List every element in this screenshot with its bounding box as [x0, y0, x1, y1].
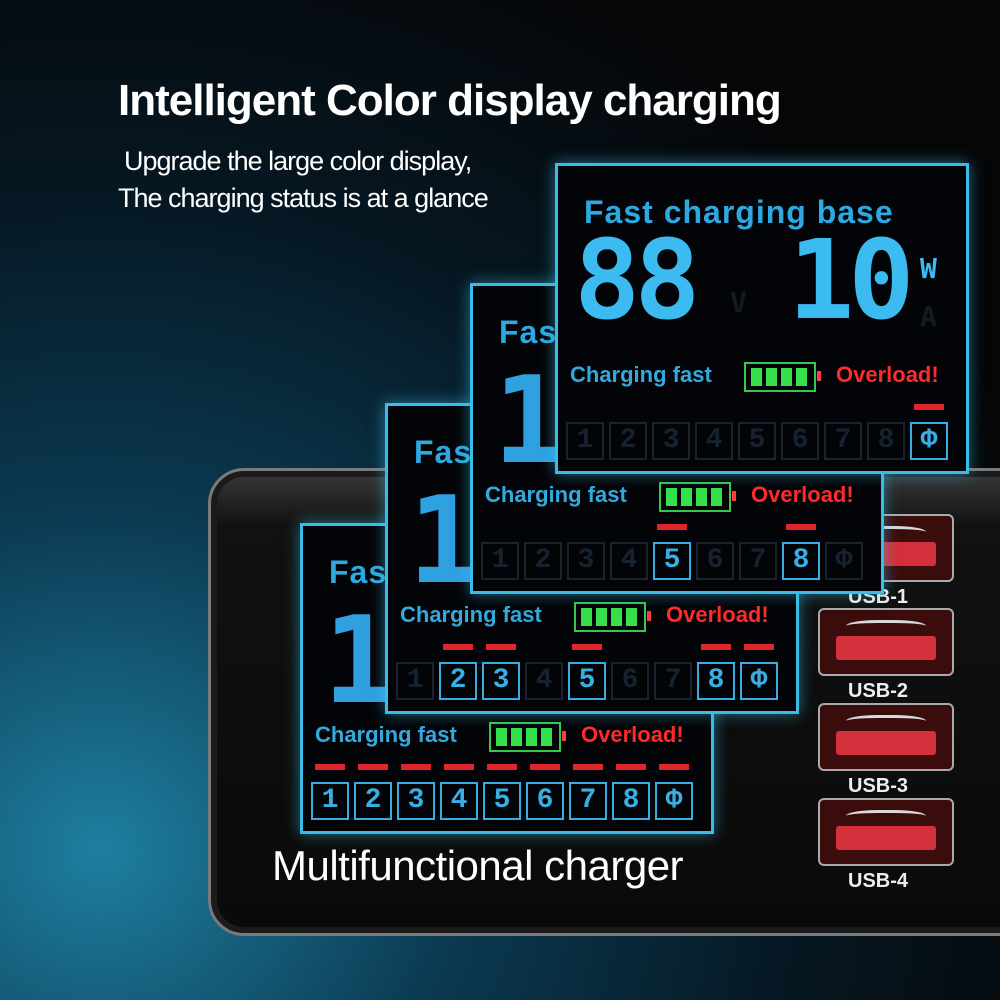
charging-slot-7: 7 — [739, 542, 777, 580]
power-value: 10 — [788, 216, 914, 344]
subtitle-line-1: Upgrade the large color display, — [124, 146, 472, 176]
subtitle-line-2: The charging status is at a glance — [118, 183, 489, 213]
charging-slot-6: 6 — [526, 764, 564, 820]
charging-slot-8: 8 — [782, 524, 820, 580]
big-digit: 1 — [493, 352, 566, 491]
charging-slot-3: 3 — [652, 422, 690, 460]
charging-slot-7: 7 — [569, 764, 607, 820]
volt-unit: V — [730, 286, 747, 319]
usb-port-label: USB-2 — [848, 680, 909, 702]
charging-slot-3: 3 — [397, 764, 435, 820]
charging-slot-9: Φ — [910, 404, 948, 460]
usb-socket-icon — [818, 798, 954, 866]
brand-label: Multifunctional charger — [272, 842, 684, 889]
voltage-digits: 88 — [574, 216, 700, 344]
charging-slot-2: 2 — [439, 644, 477, 700]
status-text: Charging fast — [485, 482, 627, 507]
usb-port-label: USB-4 — [848, 870, 909, 892]
charging-slot-8: 8 — [612, 764, 650, 820]
charging-slot-9: Φ — [825, 542, 863, 580]
charging-slot-4: 4 — [525, 662, 563, 700]
usb-socket-icon — [818, 703, 954, 771]
charging-slot-6: 6 — [611, 662, 649, 700]
charging-slot-1: 1 — [481, 542, 519, 580]
panel-title: Fas — [414, 434, 473, 470]
lcd-panel-4: Fast charging base 88 V 10 W A Charging … — [555, 163, 969, 474]
charging-slot-4: 4 — [695, 422, 733, 460]
charging-slot-3: 3 — [567, 542, 605, 580]
panel-title: Fas — [329, 554, 388, 590]
watt-unit: W — [920, 252, 937, 285]
status-text: Charging fast — [570, 362, 712, 387]
charging-slot-1: 1 — [311, 764, 349, 820]
status-text: Charging fast — [315, 722, 457, 747]
usb-port-label: USB-3 — [848, 775, 909, 797]
charging-slot-4: 4 — [440, 764, 478, 820]
charging-slot-9: Φ — [740, 644, 778, 700]
overload-text: Overload! — [666, 602, 769, 627]
status-text: Charging fast — [400, 602, 542, 627]
charging-slot-5: 5 — [568, 644, 606, 700]
charging-slot-9: Φ — [655, 764, 693, 820]
battery-icon — [489, 722, 566, 752]
overload-text: Overload! — [836, 362, 939, 387]
charging-slot-7: 7 — [824, 422, 862, 460]
charging-slot-2: 2 — [524, 542, 562, 580]
battery-icon — [574, 602, 651, 632]
charging-slot-5: 5 — [483, 764, 521, 820]
charging-slot-5: 5 — [653, 524, 691, 580]
usb-port-4[interactable]: USB-4 — [818, 798, 954, 892]
charging-slot-6: 6 — [696, 542, 734, 580]
charging-slot-8: 8 — [867, 422, 905, 460]
battery-icon — [744, 362, 821, 392]
charging-slot-1: 1 — [396, 662, 434, 700]
battery-icon — [659, 482, 736, 512]
overload-text: Overload! — [751, 482, 854, 507]
panel-title: Fas — [499, 314, 558, 350]
big-digit: 1 — [408, 472, 481, 611]
panel-title: Fast charging base — [584, 194, 894, 230]
charging-slot-6: 6 — [781, 422, 819, 460]
charging-slot-3: 3 — [482, 644, 520, 700]
overload-text: Overload! — [581, 722, 684, 747]
charging-slot-7: 7 — [654, 662, 692, 700]
charging-slot-4: 4 — [610, 542, 648, 580]
charging-slot-2: 2 — [354, 764, 392, 820]
charging-slot-1: 1 — [566, 422, 604, 460]
headline: Intelligent Color display charging — [118, 76, 782, 125]
usb-port-3[interactable]: USB-3 — [818, 703, 954, 797]
charging-slot-2: 2 — [609, 422, 647, 460]
charging-slot-5: 5 — [738, 422, 776, 460]
charging-slot-8: 8 — [697, 644, 735, 700]
amp-unit: A — [920, 300, 937, 333]
big-digit: 1 — [323, 592, 396, 731]
usb-socket-icon — [818, 608, 954, 676]
usb-port-2[interactable]: USB-2 — [818, 608, 954, 702]
